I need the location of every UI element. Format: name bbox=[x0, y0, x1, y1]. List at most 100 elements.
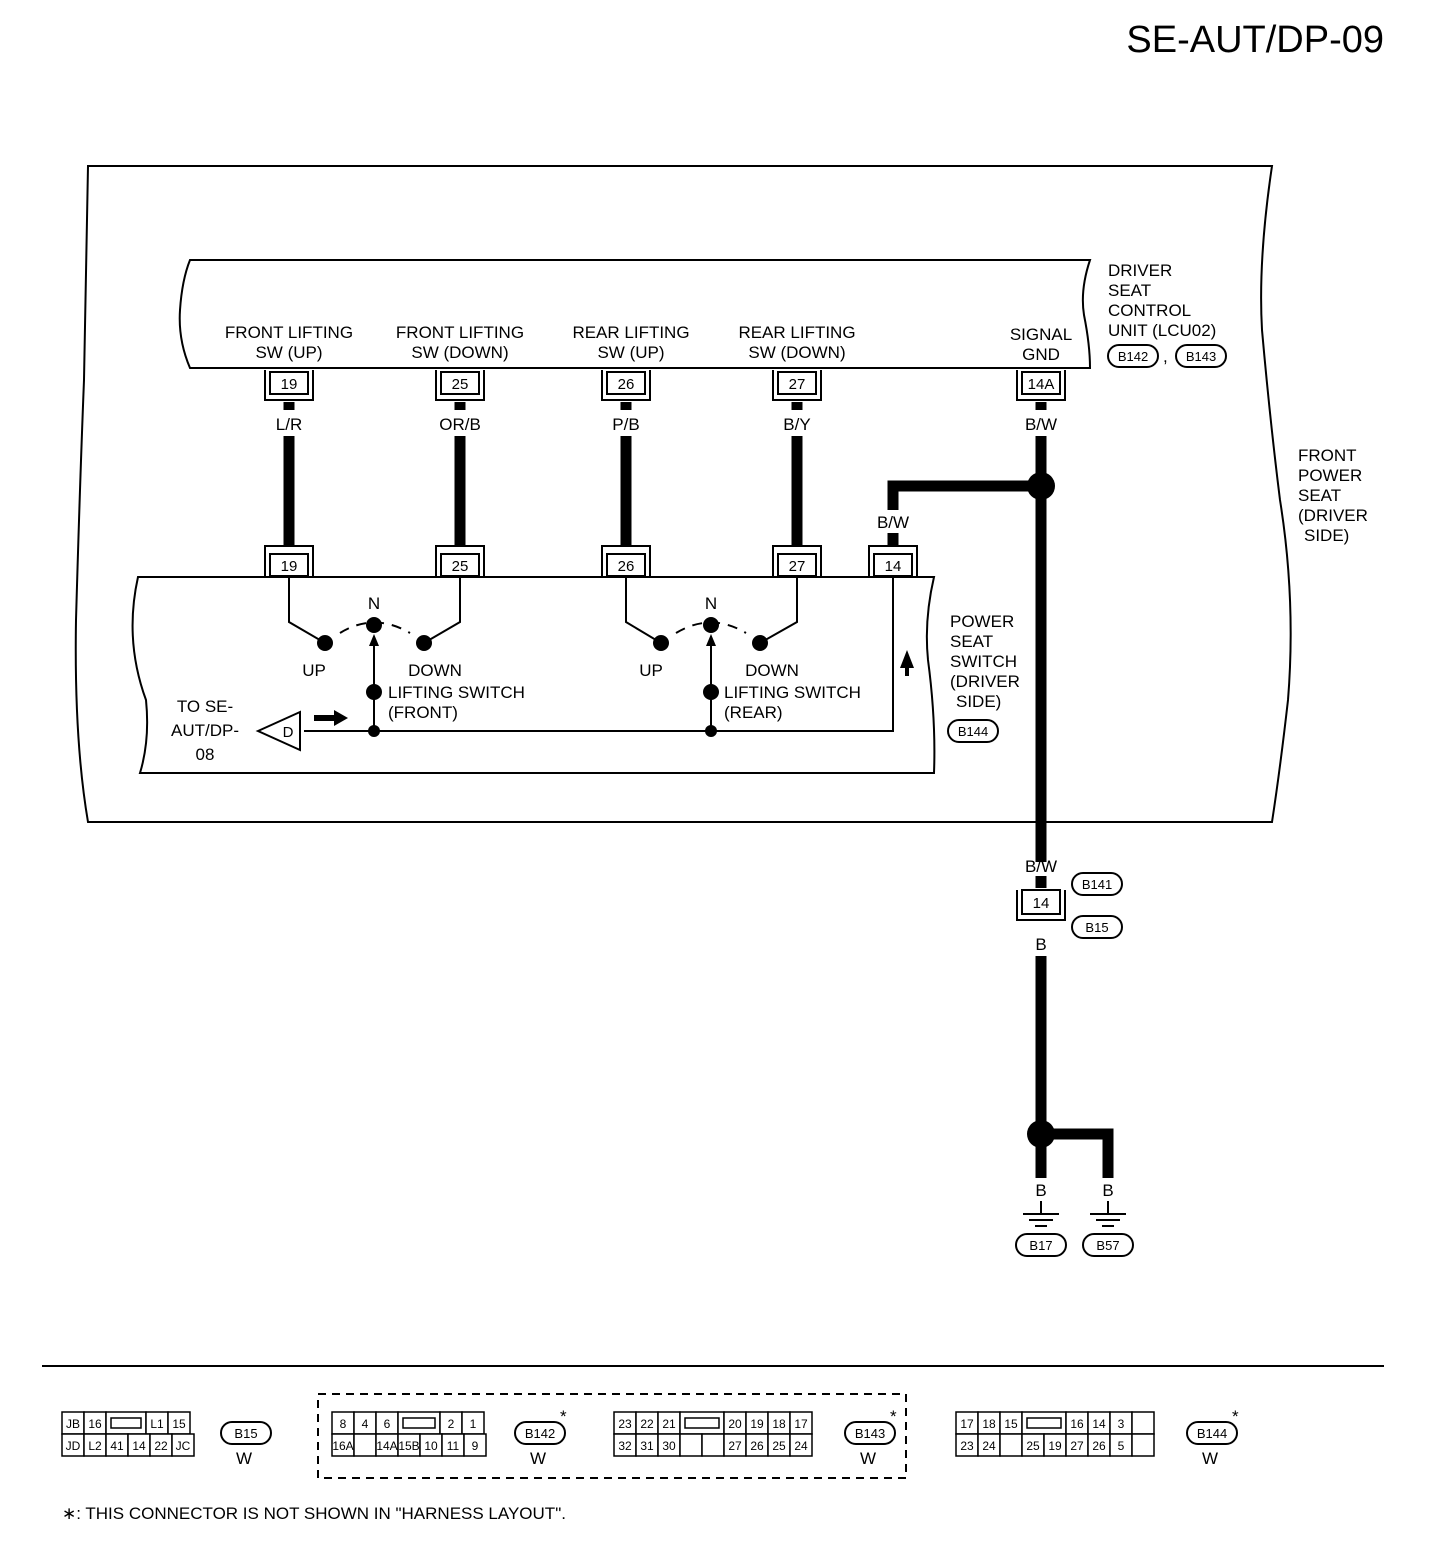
connector-pin-label: 18 bbox=[772, 1417, 786, 1431]
connector-pin-label: 4 bbox=[362, 1417, 369, 1431]
connector-cell bbox=[353, 1433, 377, 1457]
connector-cell bbox=[679, 1433, 703, 1457]
connector-key-slot bbox=[110, 1417, 142, 1429]
lifting-switch-front: N UP DOWN LIFTING SWITCH (FRONT) bbox=[288, 577, 525, 730]
footnote: ∗: THIS CONNECTOR IS NOT SHOWN IN "HARNE… bbox=[62, 1504, 566, 1523]
current-arrow-up-icon bbox=[900, 650, 914, 676]
svg-text:FRONT LIFTING: FRONT LIFTING bbox=[225, 323, 353, 342]
svg-text:(DRIVER: (DRIVER bbox=[950, 672, 1020, 691]
svg-text:B142: B142 bbox=[1118, 349, 1148, 364]
page-title: SE-AUT/DP-09 bbox=[1126, 19, 1384, 61]
svg-text:(DRIVER: (DRIVER bbox=[1298, 506, 1368, 525]
connector-separator: , bbox=[1163, 347, 1168, 366]
connector-id-tag bbox=[1186, 1421, 1238, 1445]
svg-text:14: 14 bbox=[1033, 895, 1050, 912]
terminal-label-front-up: FRONT LIFTING SW (UP) bbox=[225, 323, 353, 362]
splice-bottom bbox=[1027, 1120, 1055, 1148]
ground-wire-color-right: B bbox=[1102, 1181, 1113, 1200]
connector-group-dashed bbox=[317, 1393, 907, 1479]
connector-id-label: B15 bbox=[234, 1426, 257, 1441]
connector-pin-label: 23 bbox=[960, 1439, 974, 1453]
svg-text:SEAT: SEAT bbox=[950, 632, 993, 651]
connector-pin-label: 8 bbox=[340, 1417, 347, 1431]
connector-pin-label: 27 bbox=[728, 1439, 742, 1453]
control-unit-name: DRIVER SEAT CONTROL UNIT (LCU02) bbox=[1108, 261, 1216, 340]
connector-id-label: B144 bbox=[1197, 1426, 1227, 1441]
connector-pin-label: 18 bbox=[982, 1417, 996, 1431]
svg-text:SEAT: SEAT bbox=[1298, 486, 1341, 505]
connector-cell bbox=[1131, 1433, 1155, 1457]
connector-pin-label: 25 bbox=[772, 1439, 786, 1453]
svg-text:B143: B143 bbox=[1186, 349, 1216, 364]
svg-text:D: D bbox=[283, 724, 294, 741]
svg-text:SW (UP): SW (UP) bbox=[255, 343, 322, 362]
connector-pin-label: 10 bbox=[424, 1439, 438, 1453]
svg-text:TO SE-: TO SE- bbox=[177, 697, 233, 716]
svg-text:25: 25 bbox=[452, 376, 469, 393]
connector-tag-b15: B15 bbox=[1071, 915, 1123, 939]
pin-14a-top: 14A bbox=[1016, 370, 1066, 401]
pin-19-top: 19 bbox=[264, 370, 314, 401]
wire-color-b: B bbox=[1035, 935, 1046, 954]
front-switch-sub-label: (FRONT) bbox=[388, 703, 458, 722]
pin-26-bottom: 26 bbox=[601, 545, 651, 577]
splice-top bbox=[1027, 472, 1055, 500]
connector-cell bbox=[999, 1433, 1023, 1457]
offpage-connector-d: D bbox=[255, 710, 301, 752]
connector-pin-label: 32 bbox=[618, 1439, 632, 1453]
connector-pin-label: 19 bbox=[1048, 1439, 1062, 1453]
svg-text:POWER: POWER bbox=[1298, 466, 1362, 485]
svg-text:FRONT: FRONT bbox=[1298, 446, 1357, 465]
rear-switch-sub-label: (REAR) bbox=[724, 703, 783, 722]
pin-19-bottom: 19 bbox=[264, 545, 314, 577]
svg-text:27: 27 bbox=[789, 376, 806, 393]
connector-pin-label: 16 bbox=[88, 1417, 102, 1431]
connector-id-label: B143 bbox=[855, 1426, 885, 1441]
svg-text:B141: B141 bbox=[1082, 877, 1112, 892]
svg-text:SIDE): SIDE) bbox=[1304, 526, 1349, 545]
wire-color-by: B/Y bbox=[783, 415, 810, 434]
connector-pin-label: 5 bbox=[1118, 1439, 1125, 1453]
connector-pin-label: 14 bbox=[132, 1439, 146, 1453]
front-power-seat-boundary bbox=[74, 165, 1292, 823]
connector-color-label: W bbox=[236, 1449, 252, 1468]
power-seat-switch-name: POWER SEAT SWITCH (DRIVER SIDE) bbox=[950, 612, 1020, 711]
connector-pin-label: 26 bbox=[1092, 1439, 1106, 1453]
svg-text:SIDE): SIDE) bbox=[956, 692, 1001, 711]
svg-text:08: 08 bbox=[196, 745, 215, 764]
connector-cell bbox=[105, 1411, 147, 1435]
wire-color-bw-top: B/W bbox=[1025, 415, 1057, 434]
rear-down-label: DOWN bbox=[745, 661, 799, 680]
terminal-label-rear-down: REAR LIFTING SW (DOWN) bbox=[738, 323, 855, 362]
terminal-label-signal-gnd: SIGNAL GND bbox=[1010, 325, 1072, 364]
pin-14-bottom: 14 bbox=[868, 545, 918, 577]
connector-pin-label: 27 bbox=[1070, 1439, 1084, 1453]
svg-text:SW (UP): SW (UP) bbox=[597, 343, 664, 362]
connector-star-marker: * bbox=[1232, 1407, 1239, 1426]
connector-pin-label: 2 bbox=[448, 1417, 455, 1431]
rear-switch-label: LIFTING SWITCH bbox=[724, 683, 861, 702]
svg-text:19: 19 bbox=[281, 376, 298, 393]
connector-id-tag bbox=[844, 1421, 896, 1445]
power-seat-switch-box bbox=[131, 576, 936, 774]
connector-pin-label: 24 bbox=[982, 1439, 996, 1453]
connector-star-marker: * bbox=[560, 1407, 567, 1426]
connector-pin-label: 14A bbox=[376, 1439, 397, 1453]
svg-text:B15: B15 bbox=[1085, 920, 1108, 935]
connector-cell bbox=[1131, 1411, 1155, 1435]
connector-color-label: W bbox=[1202, 1449, 1218, 1468]
lifting-switch-rear: N UP DOWN LIFTING SWITCH (REAR) bbox=[625, 577, 861, 730]
connector-pin-label: 15 bbox=[172, 1417, 186, 1431]
terminal-label-front-down: FRONT LIFTING SW (DOWN) bbox=[396, 323, 524, 362]
svg-text:26: 26 bbox=[618, 558, 635, 575]
svg-text:B17: B17 bbox=[1029, 1238, 1052, 1253]
svg-text:UNIT (LCU02): UNIT (LCU02) bbox=[1108, 321, 1216, 340]
wire-b-branch bbox=[1041, 1128, 1114, 1178]
connector-pin-label: L1 bbox=[150, 1417, 164, 1431]
svg-text:CONTROL: CONTROL bbox=[1108, 301, 1191, 320]
pin-27-top: 27 bbox=[772, 370, 822, 401]
